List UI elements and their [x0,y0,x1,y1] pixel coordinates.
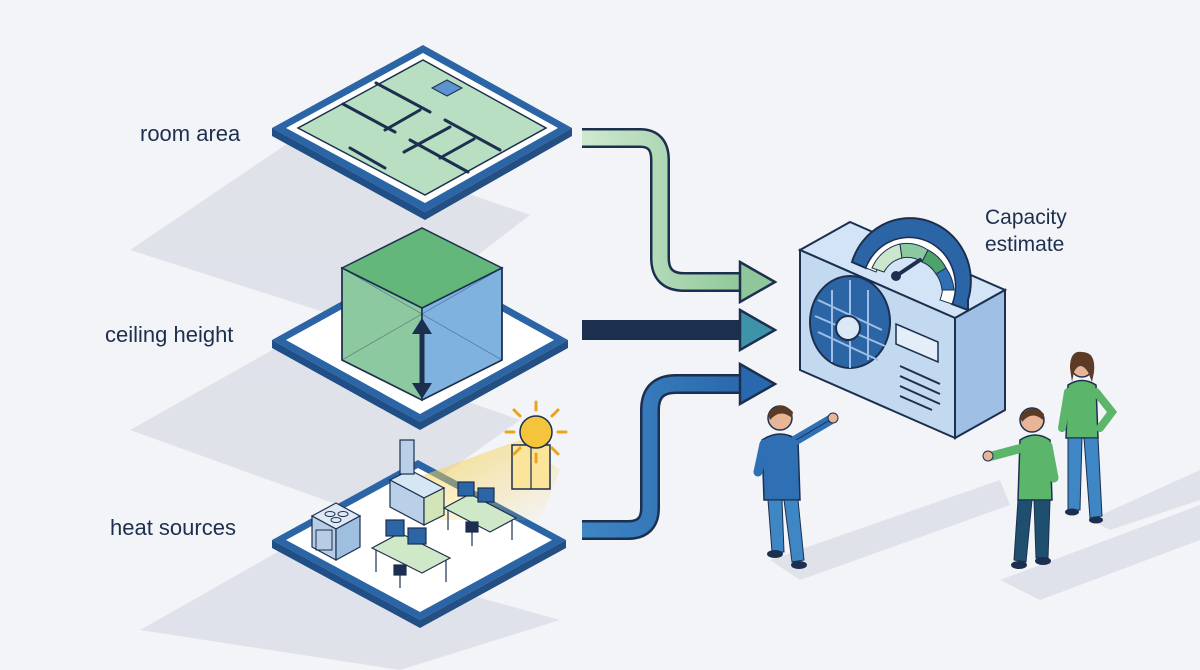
workstations [370,481,518,588]
ac-unit-icon [797,217,1008,440]
label-heat-sources: heat sources [110,515,236,540]
label-ceiling-height: ceiling height [105,322,234,347]
output-title-line-1: Capacity [985,206,1067,229]
arrow-ceiling-height [582,307,778,353]
output-title-line-2: estimate [985,233,1065,256]
arrow-heat-sources [582,361,778,540]
person-pointing [753,405,839,569]
ceiling-height-layer [272,227,568,430]
arrow-room-area [582,128,778,305]
person-gesturing [982,407,1059,569]
output-title: Capacity estimate [985,204,1067,258]
floorplan-layer [272,45,572,220]
label-room-area: room area [140,121,241,146]
sun-icon [504,400,568,490]
heat-sources-layer [272,400,568,628]
gauge-icon [850,217,972,312]
stove-icon [310,502,362,562]
appliance-icon [388,439,446,526]
person-standing [1058,351,1118,524]
